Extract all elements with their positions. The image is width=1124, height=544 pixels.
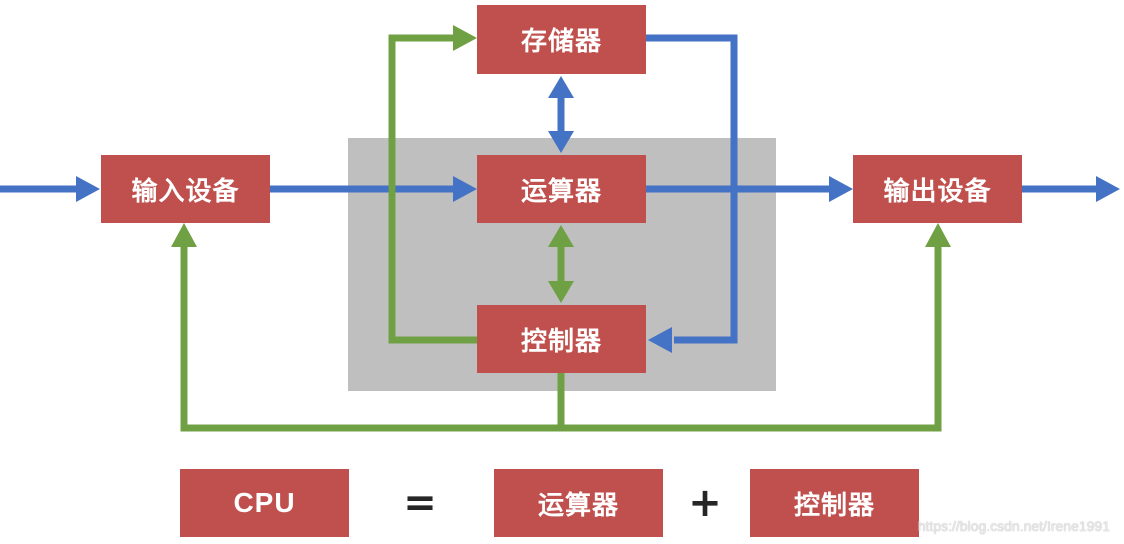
arrowhead-controller-top	[548, 281, 574, 303]
arrowhead-external-out	[1096, 176, 1120, 202]
arrowhead-alu-bottom	[548, 225, 574, 247]
equation-plus: +	[688, 480, 722, 526]
equation-equals: =	[403, 480, 437, 526]
arrowhead-output-left	[829, 176, 853, 202]
flow-storage-to-controller	[646, 34, 738, 344]
controller-node: 控制器	[477, 305, 646, 373]
arrowhead-output-bottom	[925, 223, 951, 247]
control-bus	[180, 246, 565, 432]
arrowhead-alu-left	[453, 176, 477, 202]
watermark-url: https://blog.csdn.net/Irene1991	[917, 518, 1110, 534]
control-to-storage	[388, 34, 477, 344]
control-to-output	[561, 246, 942, 432]
alu-node: 运算器	[477, 155, 646, 223]
arrowhead-input	[76, 176, 100, 202]
input-device-node: 输入设备	[101, 155, 270, 223]
arrowhead-storage-left	[453, 25, 477, 51]
equation-alu: 运算器	[494, 469, 663, 537]
arrowhead-alu-top	[548, 131, 574, 153]
arrowhead-storage-bottom	[548, 76, 574, 98]
arrowhead-input-bottom	[171, 223, 197, 247]
arrowhead-controller-right	[648, 327, 672, 353]
storage-node: 存储器	[477, 5, 646, 74]
equation-cpu: CPU	[180, 469, 349, 537]
output-device-node: 输出设备	[853, 155, 1022, 223]
equation-controller: 控制器	[750, 469, 919, 537]
